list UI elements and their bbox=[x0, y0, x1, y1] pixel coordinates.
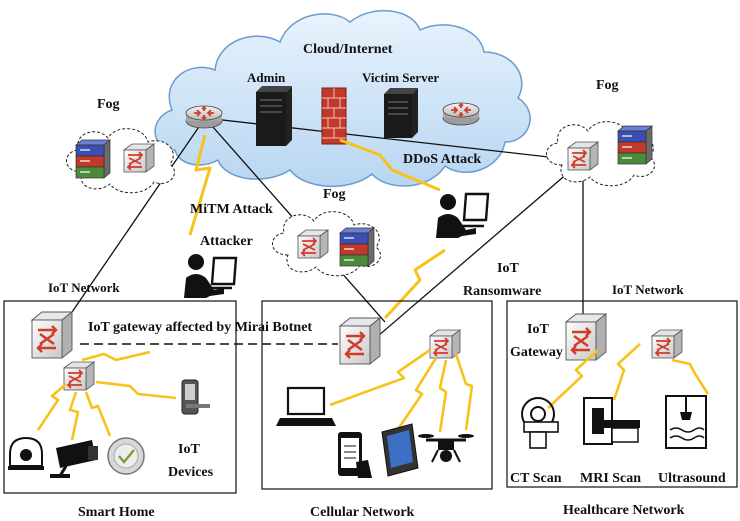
ct-scan-label: CT Scan bbox=[510, 471, 562, 486]
ransomware-bolt bbox=[383, 248, 446, 320]
ransomware-label-line1: IoT bbox=[497, 261, 519, 276]
attacker-label: Attacker bbox=[200, 234, 253, 249]
cellular-switch-icon bbox=[429, 329, 461, 359]
cloud-router-right-icon bbox=[442, 102, 480, 126]
drone-icon bbox=[418, 434, 474, 463]
attack-bolts bbox=[188, 134, 446, 320]
cloud-router-left-icon bbox=[185, 105, 223, 129]
ddos-label: DDoS Attack bbox=[403, 152, 481, 167]
ultrasound-label: Ultrasound bbox=[658, 471, 726, 486]
security-camera-bullet-icon bbox=[50, 440, 98, 478]
cellular-gateway-icon bbox=[338, 316, 382, 366]
security-camera-dome-icon bbox=[8, 436, 44, 470]
smart-home-gateway-icon bbox=[30, 310, 74, 360]
admin-server-icon bbox=[256, 86, 292, 146]
cloud-label: Cloud/Internet bbox=[303, 42, 393, 57]
smart-thermostat-icon bbox=[107, 437, 145, 475]
fog-left-label: Fog bbox=[97, 97, 120, 112]
fog-center-server-icon bbox=[339, 227, 375, 267]
attacker-mitm-icon bbox=[184, 254, 238, 298]
smart-home-label: Smart Home bbox=[78, 505, 155, 520]
iot-network-right-label: IoT Network bbox=[612, 282, 684, 297]
smartphone-icon bbox=[338, 432, 372, 478]
fog-center-label: Fog bbox=[323, 187, 346, 202]
iot-devices-line2: Devices bbox=[168, 465, 214, 480]
healthcare-switch-icon bbox=[651, 329, 683, 359]
iot-gateway-line1: IoT bbox=[527, 322, 549, 337]
tablet-icon bbox=[381, 423, 419, 477]
iot-network-left-label: IoT Network bbox=[48, 280, 120, 295]
mri-scan-label: MRI Scan bbox=[580, 471, 641, 486]
mitm-label: MiTM Attack bbox=[190, 202, 273, 217]
firewall-icon bbox=[321, 87, 347, 145]
fog-right-label: Fog bbox=[596, 78, 619, 93]
laptop-icon bbox=[276, 386, 336, 426]
mri-scanner-icon bbox=[583, 397, 640, 445]
fog-right-server-icon bbox=[617, 125, 653, 165]
wireless-bolts bbox=[36, 343, 710, 441]
cellular-network-box bbox=[261, 300, 493, 490]
mirai-label: IoT gateway affected by Mirai Botnet bbox=[88, 320, 312, 335]
iot-gateway-line2: Gateway bbox=[510, 345, 563, 360]
smart-home-box bbox=[3, 300, 237, 494]
victim-server-label: Victim Server bbox=[362, 70, 439, 85]
smart-lock-icon bbox=[181, 379, 210, 415]
admin-label: Admin bbox=[247, 70, 286, 85]
ransomware-label-line2: Ransomware bbox=[463, 284, 541, 299]
healthcare-network-label: Healthcare Network bbox=[563, 503, 685, 518]
mitm-bolt bbox=[188, 134, 212, 236]
smart-home-switch-icon bbox=[63, 361, 95, 391]
healthcare-network-box bbox=[506, 300, 738, 488]
ct-scanner-icon bbox=[521, 397, 559, 449]
fog-right-switch-icon bbox=[567, 141, 599, 171]
victim-server-icon bbox=[384, 88, 418, 138]
fog-center-switch-icon bbox=[297, 229, 329, 259]
iot-devices-line1: IoT bbox=[178, 442, 200, 457]
fog-left-switch-icon bbox=[123, 143, 155, 173]
cellular-network-label: Cellular Network bbox=[310, 505, 415, 520]
healthcare-gateway-icon bbox=[564, 312, 608, 362]
fog-left-server-icon bbox=[75, 139, 111, 179]
ddos-bolt bbox=[339, 138, 441, 192]
attacker-ddos-icon bbox=[436, 192, 490, 238]
ultrasound-icon bbox=[665, 395, 707, 449]
